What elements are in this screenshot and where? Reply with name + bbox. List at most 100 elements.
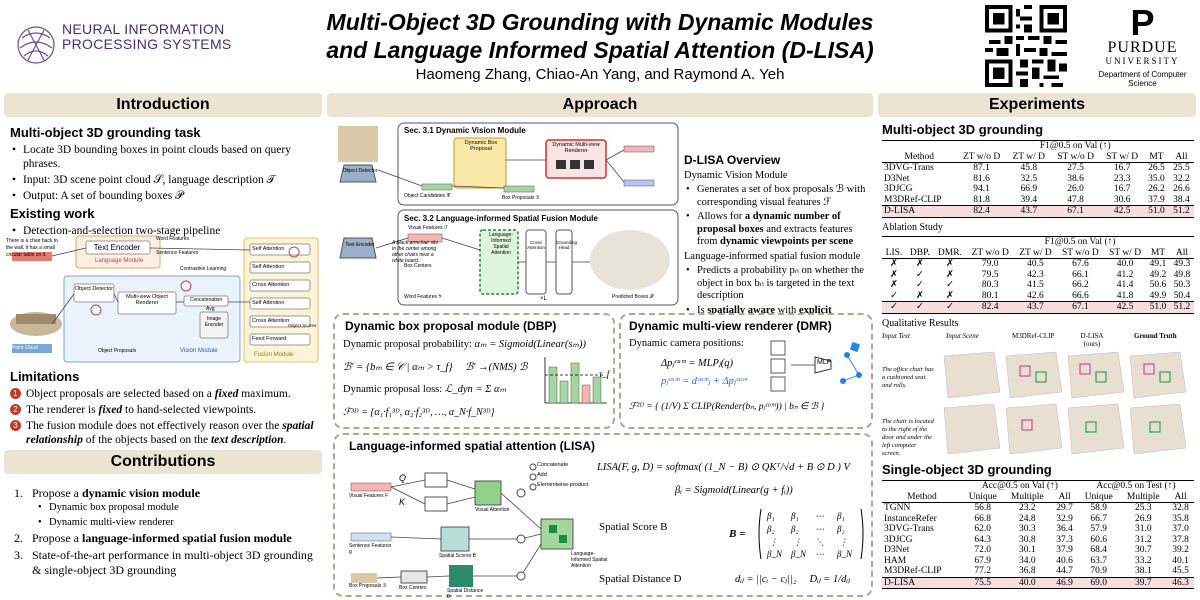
dmr-eq2: pⱼᶜᵃᵐ = dᶜᵃᵐⱼ + Δpⱼᶜᵃᵐ [661, 376, 748, 387]
limitation-number-badge: 2 [10, 404, 21, 415]
ablation-results: Ablation Study F1@0.5 on Val (↑) LIS. DB… [882, 222, 1194, 314]
diagram-fusion-module: Fusion Module [254, 352, 294, 358]
dbp-nms: ℬ′ →(NMS) ℬ [465, 362, 528, 373]
task-item: Input: 3D scene point cloud 𝒮, language … [10, 173, 320, 187]
diagram-mv-renderer: Multi-view Object Renderer [126, 294, 168, 306]
word-features-label: Word Features 𝒱 [404, 294, 443, 300]
table-header: Method [882, 151, 957, 163]
limitation-number-badge: 1 [10, 388, 21, 399]
dmr-camera-diagram [770, 340, 862, 392]
purdue-logo: P PURDUE UNIVERSITY Department of Comput… [1090, 2, 1195, 91]
diagram-self-attention: Self Attention [252, 264, 285, 270]
dvm-title: Dynamic Vision Module [684, 169, 788, 181]
table-header: Multiple [1119, 491, 1168, 503]
svg-text:B =: B = [728, 528, 745, 540]
ablation-title: Ablation Study [882, 222, 943, 233]
lisa-k: K [399, 497, 406, 507]
table-header: ZT w/o D [966, 247, 1015, 259]
single-title: Single-object 3D grounding [882, 462, 1052, 477]
table-header: All [1051, 491, 1078, 503]
contribution-item: 3. State-of-the-art performance in multi… [14, 548, 313, 577]
dyn-render-label: Dynamic Multi-view Renderer [552, 142, 600, 154]
limitation-item: 1 Object proposals are selected based on… [10, 387, 322, 401]
object-candidates-label: Object Candidates 𝒞 [404, 193, 451, 199]
dmr-eq3: ℱ²ᴰ = { (1/V) Σ CLIP(Render(bₙ, pⱼᶜᵃᵐ)) … [629, 402, 825, 412]
svg-text:⋯: ⋯ [815, 511, 824, 521]
lisa-visual-attention: Visual Attention [475, 507, 510, 513]
qr-code [985, 5, 1067, 87]
dbp-set: ℬ′ = {bₘ ∈ 𝒞 | αₘ > τ_f} [343, 362, 453, 373]
svg-text:β₁: β₁ [836, 511, 845, 521]
svg-text:⋱: ⋱ [815, 537, 824, 547]
diagram-self-attention: Self Attention [252, 246, 285, 252]
table-header: All [1169, 247, 1194, 259]
poster-header: NEURAL INFORMATION PROCESSING SYSTEMS Mu… [0, 0, 1200, 92]
diagram-self-attention: Self Attention [252, 300, 285, 306]
svg-text:⋮: ⋮ [793, 537, 802, 547]
table-header: DMR. [933, 247, 967, 259]
qual-scene-images [943, 351, 1187, 455]
table-header: Method [882, 491, 962, 503]
table-group-header: F1@0.5 on Val (↑) [956, 140, 1194, 152]
text-encoder-label: Text Encoder [345, 242, 375, 248]
lisa-block-label: Language-Informed Spatial Attention [489, 232, 513, 256]
sec32-label: Sec. 3.2 Language-informed Spatial Fusio… [404, 214, 598, 223]
table-group-header: Acc@0.5 on Test (↑) [1077, 480, 1194, 492]
dbp-tau: τ_f [599, 369, 610, 379]
table-header: ST w/o D [1056, 247, 1105, 259]
lisf-title: Language-informed spatial fusion module [684, 250, 861, 262]
svg-text:β₂: β₂ [790, 524, 799, 534]
table-group-header: Acc@0.5 on Val (↑) [961, 480, 1078, 492]
dyn-box-label: Dynamic Box Proposal [464, 140, 498, 152]
svg-text:⋯: ⋯ [815, 524, 824, 534]
multi-object-results: Multi-object 3D grounding F1@0.5 on Val … [882, 122, 1194, 218]
contribution-subitem: Dynamic multi-view renderer [36, 516, 320, 529]
purdue-p-mark: P [1130, 2, 1155, 43]
multi-title: Multi-object 3D grounding [882, 122, 1044, 137]
table-header: ZT w/ D [1014, 247, 1057, 259]
svg-text:⋮: ⋮ [769, 537, 778, 547]
table-header: Multiple [1003, 491, 1052, 503]
diagram-point-cloud: Point Cloud [12, 345, 38, 351]
neurips-logo [17, 26, 55, 64]
ablation-table: F1@0.5 on Val (↑) LIS. DBP. DMR. ZT w/o … [882, 236, 1194, 314]
neurips-wordmark: NEURAL INFORMATION PROCESSING SYSTEMS [62, 21, 232, 52]
lisa-equation: LISA(F, g, D) = softmax( (1_N − B) ⊙ QKᵀ… [597, 462, 850, 473]
existing-pipeline-diagram [10, 235, 319, 363]
diagram-object-proposals: Object Proposals [98, 348, 137, 354]
qual-title: Qualitative Results [882, 318, 959, 329]
dbp-feat: ℱ³ᴰ = {α₁·f₁³ᴰ, α₂·f₂³ᴰ, …, α_N·f_N³ᴰ} [343, 407, 495, 418]
multi-object-table: F1@0.5 on Val (↑) Method ZT w/o D ZT w/ … [882, 140, 1194, 218]
predicted-boxes-label: Predicted Boxes 𝒫 [612, 294, 654, 300]
introduction-header: Introduction [4, 93, 322, 117]
single-object-results: Single-object 3D grounding Acc@0.5 on Va… [882, 462, 1194, 589]
contribution-item: 1. Propose a dynamic vision module [14, 486, 201, 500]
dbp-prob: Dynamic proposal probability: αₘ = Sigmo… [343, 339, 586, 350]
dbp-probability-bars [544, 357, 607, 404]
diagram-query: There is a chair back to the wall, it ha… [6, 238, 58, 258]
sec31-label: Sec. 3.1 Dynamic Vision Module [404, 126, 526, 135]
single-object-table: Acc@0.5 on Val (↑)Acc@0.5 on Test (↑) Me… [882, 480, 1194, 589]
svg-text:β_N: β_N [766, 549, 783, 559]
box-proposals-label: Box Proposals ℬ [502, 195, 540, 201]
overview-section: D-LISA Overview Dynamic Vision Module Ge… [684, 154, 870, 332]
lisa-spatial-distance: Spatial Distance D [447, 588, 484, 600]
lisa-diagram [350, 463, 574, 587]
existing-title: Existing work [10, 206, 95, 221]
qual-col-header: Input Text [882, 332, 910, 340]
table-header: ST w/ D [1104, 247, 1146, 259]
lisa-spatial-scores: Spatial Scores B [439, 553, 476, 559]
qual-text: The office chair has a cushioned seat an… [882, 366, 934, 389]
lisa-output-label: Language-Informed Spatial Attention [571, 551, 608, 569]
lisa-q: Q [399, 473, 407, 483]
limitations-section: Limitations 1 Object proposals are selec… [10, 370, 322, 447]
